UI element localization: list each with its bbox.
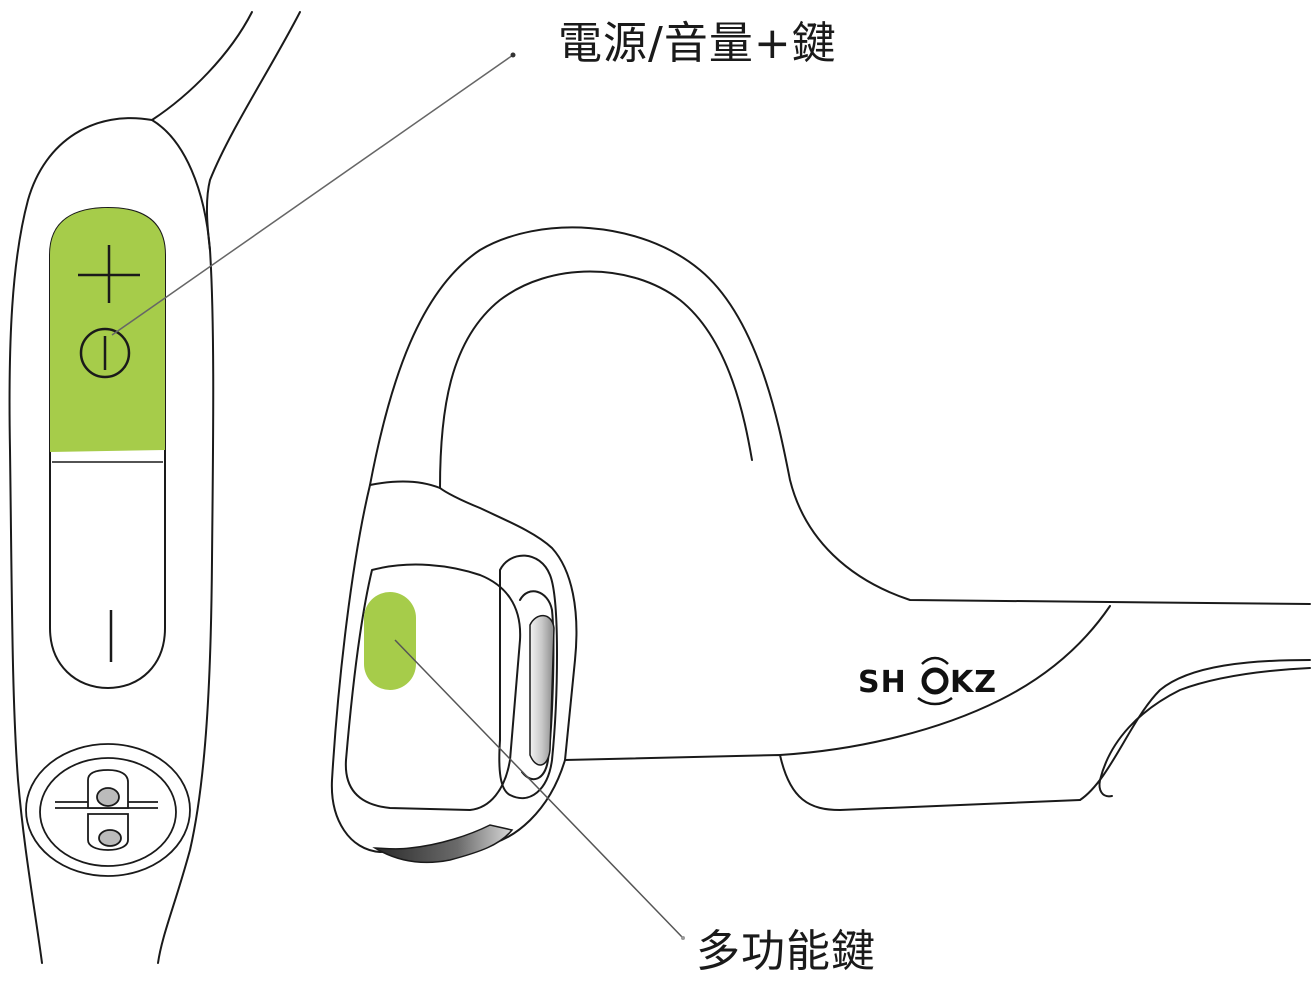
headphone-illustration — [330, 226, 1311, 853]
brand-text-left: SH — [858, 665, 907, 700]
power-volume-up-label: 電源/音量+鍵 — [558, 18, 837, 69]
multifunction-button-label: 多功能鍵 — [696, 926, 876, 977]
shokz-logo: SH KZ — [858, 656, 997, 706]
left-closeup-body — [8, 11, 301, 964]
volume-button-pill — [49, 206, 166, 690]
power-icon — [79, 327, 131, 379]
plus-icon — [78, 245, 140, 303]
leader-lines — [111, 52, 685, 940]
multifunction-button — [364, 592, 416, 690]
magnetic-charging-port-icon — [25, 743, 191, 877]
brand-text-right: KZ — [950, 665, 997, 700]
bottom-panel — [372, 824, 514, 864]
side-panel — [529, 614, 555, 766]
